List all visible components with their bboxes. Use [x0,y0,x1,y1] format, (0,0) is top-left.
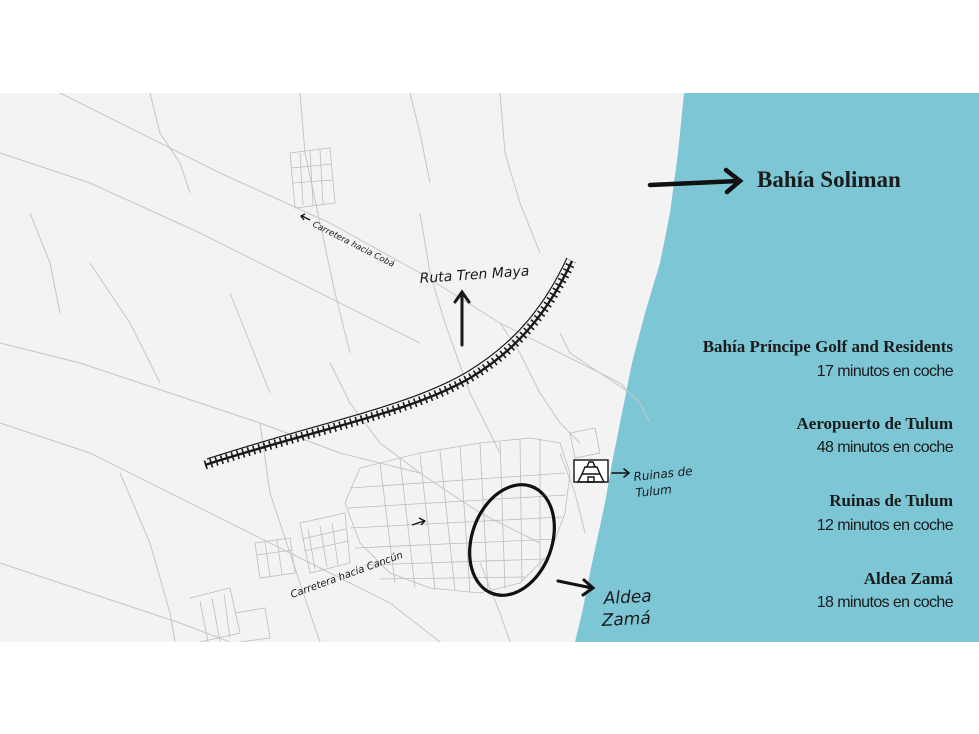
aldea-label-line2: Zamá [600,608,651,631]
coba-arrow-icon [300,213,311,221]
ruins-arrow-icon [611,468,631,478]
railway-track [203,257,577,470]
bahia-soliman-title: Bahía Soliman [757,167,901,192]
destination-name: Aldea Zamá [863,569,953,588]
cancun-arrow-icon [411,517,427,526]
train-route-label: Ruta Tren Maya [419,263,530,287]
destination-time: 17 minutos en coche [816,363,954,380]
ruins-label-line2: Tulum [635,482,673,500]
map-canvas: Ruta Tren Maya Carretera hacia Cobá Carr… [0,93,979,642]
ruins-label-line1: Ruinas de [633,464,693,484]
destination-time: 48 minutos en coche [816,439,954,456]
pyramid-icon [573,459,609,483]
sea-area [575,93,979,642]
destination-time: 18 minutos en coche [816,594,954,611]
arrow-up-icon [453,289,471,347]
map-area: Ruta Tren Maya Carretera hacia Cobá Carr… [0,93,979,642]
destination-name: Aeropuerto de Tulum [796,414,954,433]
road-network [0,93,651,642]
destination-name: Bahía Príncipe Golf and Residents [702,337,953,356]
aldea-arrow-icon [556,578,596,597]
aldea-label-line1: Aldea [602,587,652,610]
aldea-zama-circle [468,483,556,597]
destination-name: Ruinas de Tulum [829,491,953,510]
destination-time: 12 minutos en coche [816,517,954,534]
arrow-right-icon [647,167,744,195]
